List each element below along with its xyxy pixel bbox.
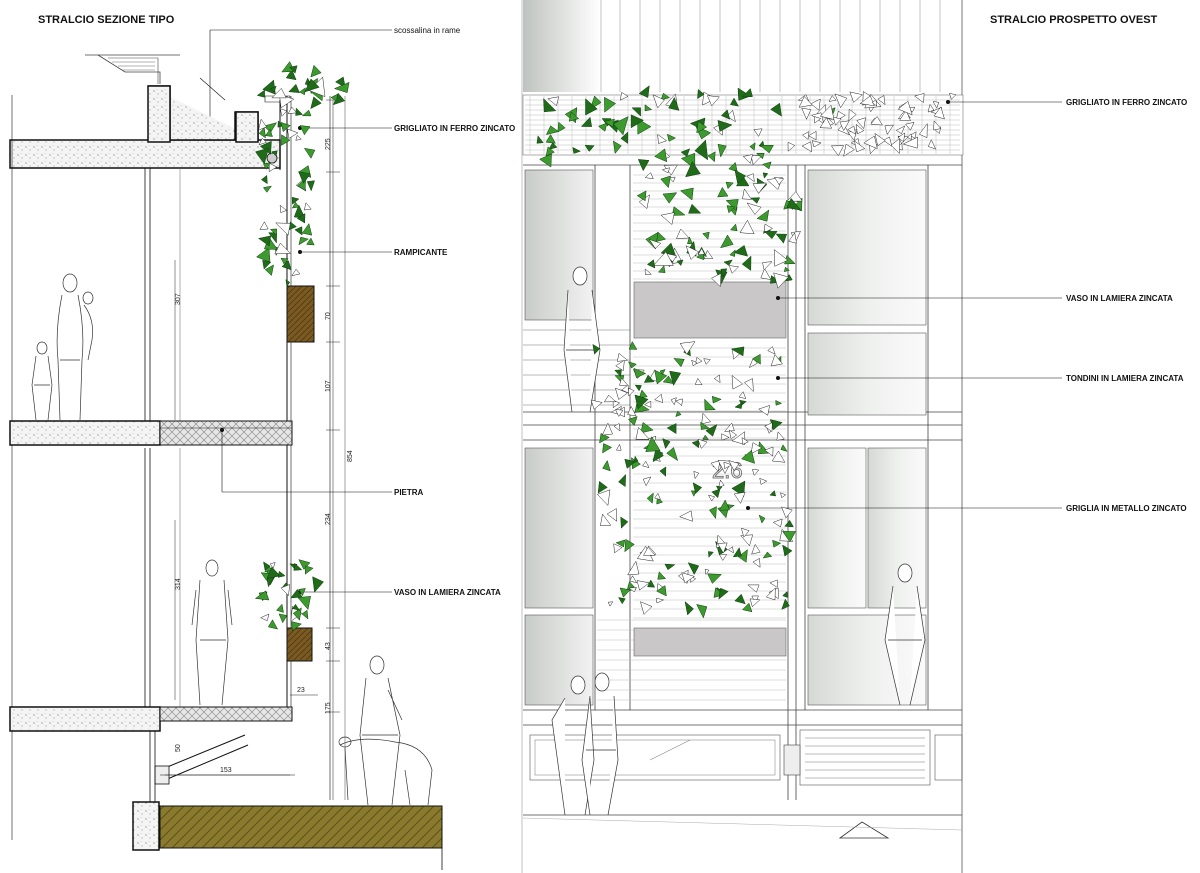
elevation-planter-lower xyxy=(633,627,787,657)
label-tondini: TONDINI IN LAMIERA ZINCATA xyxy=(1066,374,1184,383)
dim-854: 854 xyxy=(347,450,354,462)
floor-deck-1 xyxy=(159,420,293,446)
label-vaso-section: VASO IN LAMIERA ZINCATA xyxy=(394,588,501,597)
label-grigliato-elevation: GRIGLIATO IN FERRO ZINCATO xyxy=(1066,98,1187,107)
roof-parapet-lines xyxy=(85,54,180,84)
dim-175: 175 xyxy=(325,702,332,714)
planter-lower xyxy=(286,627,313,662)
section-drawing: 225 307 70 107 854 234 314 43 23 175 50 … xyxy=(9,0,523,873)
roof-slab xyxy=(9,139,281,169)
dim-234: 234 xyxy=(325,513,332,525)
planter-upper xyxy=(286,285,315,343)
floor-slab-2 xyxy=(9,706,161,732)
dim-153: 153 xyxy=(220,767,232,774)
climbing-plant-section xyxy=(254,61,350,632)
elevation-leaders xyxy=(748,101,1062,509)
dim-70: 70 xyxy=(325,312,332,320)
label-griglia: GRIGLIA IN METALLO ZINCATO xyxy=(1066,504,1187,513)
climbing-plant-elevation xyxy=(536,85,957,619)
dim-314: 314 xyxy=(175,578,182,590)
people-section xyxy=(31,273,433,806)
label-pietra: PIETRA xyxy=(394,488,424,497)
dim-50: 50 xyxy=(175,744,182,752)
dimension-chain xyxy=(165,99,340,800)
elevation-title: STRALCIO PROSPETTO OVEST xyxy=(990,14,1158,26)
dim-107: 107 xyxy=(325,380,332,392)
label-rampicante: RAMPICANTE xyxy=(394,248,448,257)
dim-43: 43 xyxy=(325,642,332,650)
floor-deck-2 xyxy=(159,706,293,722)
label-scossalina: scossalina in rame xyxy=(394,26,461,35)
dim-307: 307 xyxy=(175,293,182,305)
floor-slab-1 xyxy=(9,420,161,446)
elevation-planter-upper xyxy=(633,281,787,339)
elevation-top-glass xyxy=(523,0,601,92)
label-grigliato-section: GRIGLIATO IN FERRO ZINCATO xyxy=(394,124,515,133)
elevation-drawing: 2.6 GRIGLIATO IN FERRO ZINCATO VASO IN L… xyxy=(522,0,1187,873)
label-vaso-elevation: VASO IN LAMIERA ZINCATA xyxy=(1066,294,1173,303)
section-leaders xyxy=(221,127,392,593)
section-title: STRALCIO SEZIONE TIPO xyxy=(38,14,175,26)
dim-225: 225 xyxy=(325,138,332,150)
ground-planting-bed xyxy=(159,805,443,849)
people-elevation xyxy=(551,266,926,816)
dim-23: 23 xyxy=(297,687,305,694)
